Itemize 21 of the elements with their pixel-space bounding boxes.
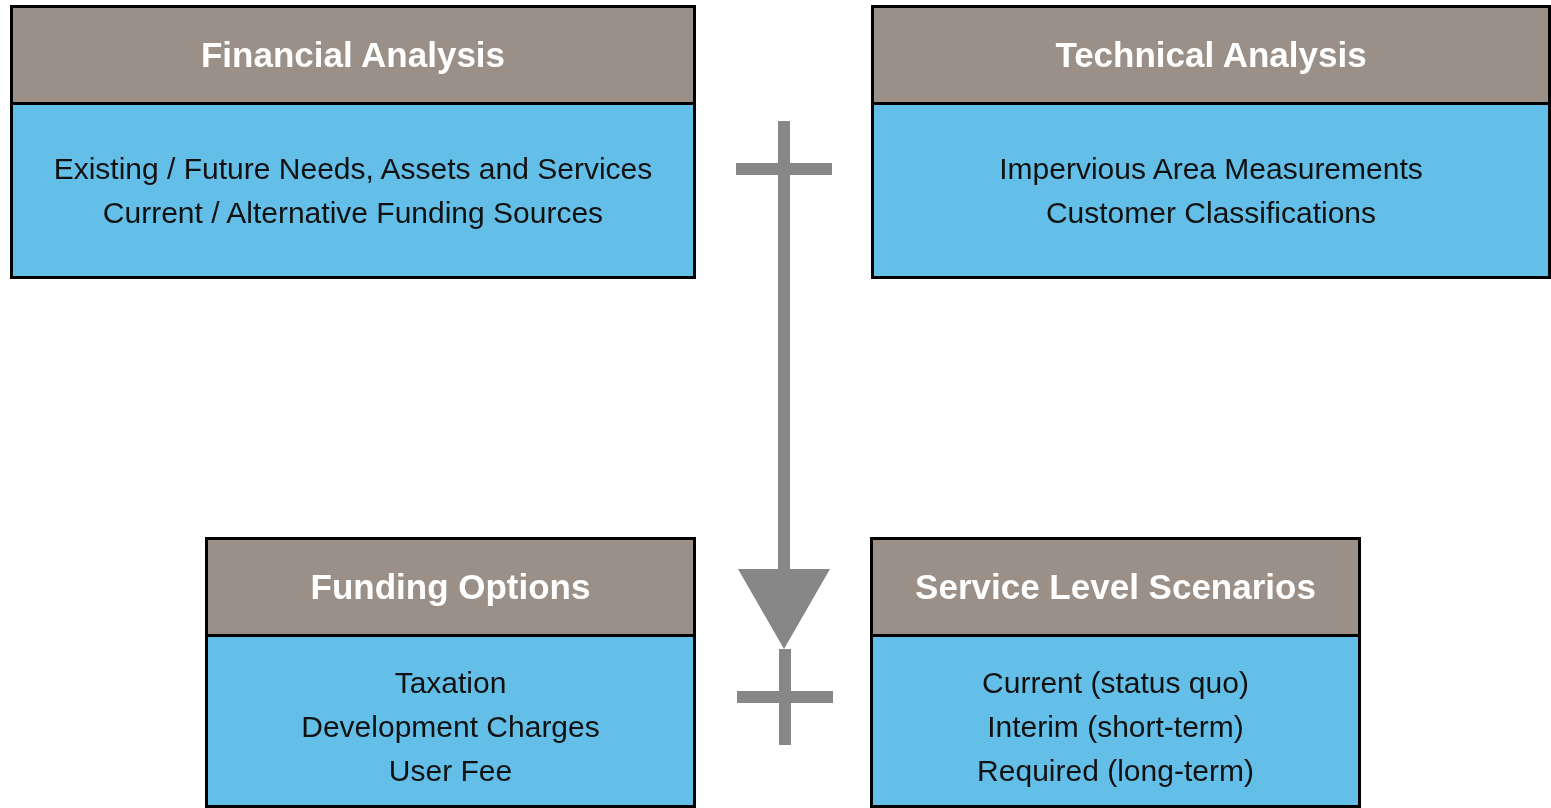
card-header: Service Level Scenarios [873,540,1358,637]
card-text: Required (long-term) [977,753,1254,789]
info-card [10,5,696,279]
card-text: Current (status quo) [982,665,1249,701]
card-header: Funding Options [208,540,693,637]
card-text: Interim (short-term) [987,709,1244,745]
card-header: Technical Analysis [874,8,1548,105]
card-text: User Fee [388,753,513,789]
card-header: Financial Analysis [13,8,693,105]
card-text: Taxation [394,665,507,701]
card-text: Development Charges [301,709,600,745]
card-text: Existing / Future Needs, Assets and Services [53,151,653,187]
info-card [871,5,1551,279]
plus-sign [737,649,833,745]
card-text: Current / Alternative Funding Sources [102,195,604,231]
plus-sign [736,121,832,217]
card-text: Impervious Area Measurements [999,151,1423,187]
card-text: Customer Classifications [1045,195,1377,231]
info-card [870,537,1361,808]
arrow [738,217,830,649]
info-card [205,537,696,808]
